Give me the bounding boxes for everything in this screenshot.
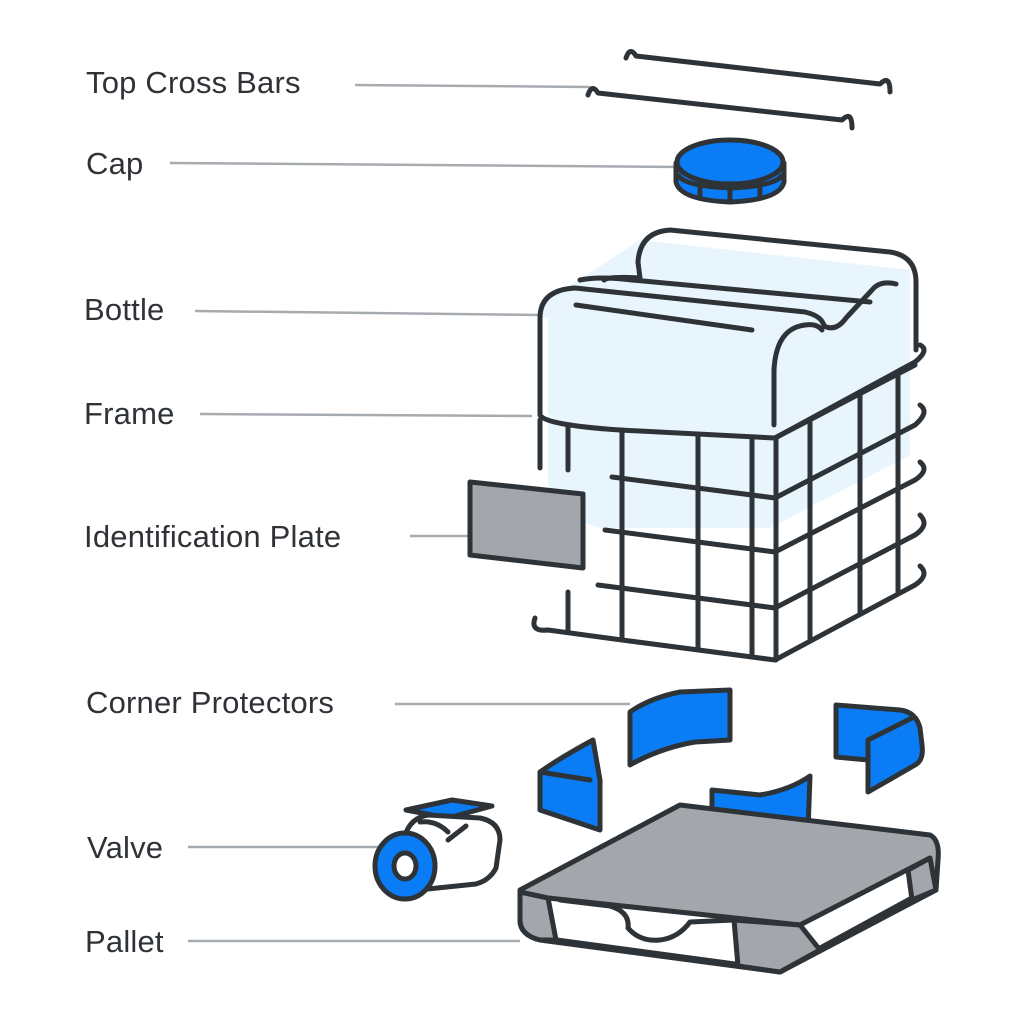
top-cross-bars-part xyxy=(585,49,893,131)
label-identification-plate: Identification Plate xyxy=(84,519,342,554)
label-corner-protectors: Corner Protectors xyxy=(86,685,335,720)
leader-frame xyxy=(199,412,533,418)
label-valve: Valve xyxy=(87,830,164,865)
leader-lines xyxy=(169,83,681,943)
leader-top-cross-bars xyxy=(354,83,591,89)
label-top-cross-bars: Top Cross Bars xyxy=(86,65,301,100)
pallet-part xyxy=(517,802,941,975)
frame-part xyxy=(531,342,927,663)
label-cap: Cap xyxy=(86,146,144,181)
label-frame: Frame xyxy=(84,396,175,431)
identification-plate-part xyxy=(467,479,586,571)
leader-bottle xyxy=(194,309,541,317)
label-pallet: Pallet xyxy=(85,924,164,959)
valve-part xyxy=(372,797,503,902)
cap-part xyxy=(673,137,787,205)
label-bottle: Bottle xyxy=(84,292,165,327)
bottle-part xyxy=(537,227,919,528)
leader-cap xyxy=(169,161,681,169)
